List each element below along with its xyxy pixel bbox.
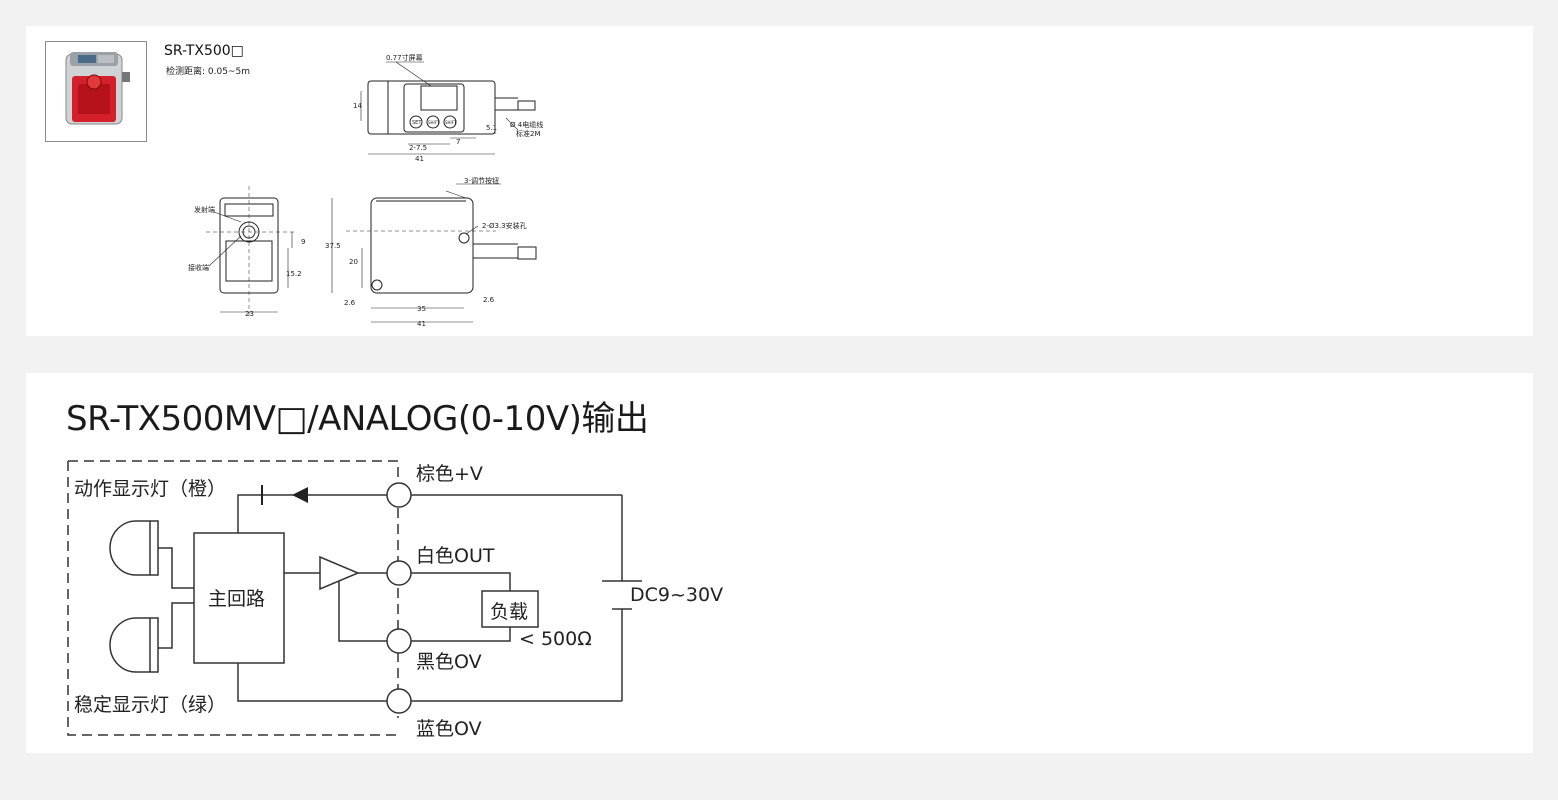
dim-label-screen: 0.77寸屏幕 [386, 53, 423, 62]
wiring-title: SR-TX500MV□/ANALOG(0-10V)输出 [66, 399, 649, 439]
btn-shift-1 [426, 115, 440, 129]
dimension-drawing: 0.77寸屏幕 Ø 4电缆线 标准2M 14 5.1 7 2-7.5 41 SE… [188, 53, 543, 328]
dim-9: 9 [301, 238, 305, 246]
dim-41-top: 41 [415, 155, 424, 163]
dim-label-cable: Ø 4电缆线 [510, 120, 543, 129]
dim-2-7-5: 2-7.5 [409, 144, 427, 152]
top-view-body [367, 80, 496, 135]
dim-label-receiver: 接收端 [188, 263, 209, 272]
btn-shift-2 [443, 115, 457, 129]
dim-5-1: 5.1 [486, 124, 497, 132]
label-action-lamp: 动作显示灯（橙） [74, 478, 227, 500]
btn-label-shift-1: SHIFT [428, 120, 440, 125]
wiring-diagram [67, 460, 642, 736]
stable-lamp-icon [109, 617, 159, 673]
side-view-body [370, 197, 474, 294]
main-circuit-box [193, 532, 285, 664]
sensor-photo-icon [65, 52, 130, 125]
label-brown: 棕色+V [416, 463, 483, 485]
dim-20: 20 [349, 258, 358, 266]
btn-label-set: SET [412, 120, 422, 126]
label-load-limit: < 500Ω [519, 628, 592, 650]
label-stable-lamp: 稳定显示灯（绿） [74, 694, 227, 716]
terminal-blue [386, 688, 412, 714]
dim-2-6-right: 2.6 [483, 296, 495, 304]
mount-hole-1 [458, 232, 470, 244]
dim-37-5: 37.5 [325, 242, 341, 250]
dim-23: 23 [245, 310, 254, 318]
terminal-black [386, 628, 412, 654]
load-box [481, 590, 539, 628]
dim-2-6-left: 2.6 [344, 299, 356, 307]
dim-41-side: 41 [417, 320, 426, 328]
label-black: 黑色OV [416, 651, 482, 673]
amplifier-symbol [319, 555, 360, 591]
dim-35: 35 [417, 305, 426, 313]
terminal-brown [386, 482, 412, 508]
screen-outline [420, 85, 458, 111]
product-image [45, 41, 147, 142]
label-main-circuit: 主回路 [208, 588, 266, 610]
label-blue: 蓝色OV [416, 718, 482, 740]
product-detect-range: 检测距离: 0.05~5m [166, 67, 250, 77]
enclosure-dashed [67, 461, 398, 736]
dim-14: 14 [353, 102, 362, 110]
label-white: 白色OUT [416, 545, 495, 567]
wiring-panel: SR-TX500MV□/ANALOG(0-10V)输出 [26, 373, 1533, 753]
btn-label-shift-2: SHIFT [445, 120, 457, 125]
dim-label-cable-std: 标准2M [516, 129, 541, 138]
label-load: 负载 [490, 601, 529, 623]
dimension-panel: SR-TX500□ 检测距离: 0.05~5m [26, 26, 1533, 336]
dim-label-emitter: 发射端 [194, 205, 215, 214]
dim-label-holes: 2-Ø3.3安装孔 [482, 221, 527, 230]
dim-label-buttons: 3-调节按钮 [464, 176, 499, 185]
label-supply: DC9~30V [630, 584, 724, 606]
dim-7: 7 [456, 138, 460, 146]
mount-hole-2 [371, 279, 383, 291]
diode-symbol [261, 485, 308, 505]
action-lamp-icon [109, 520, 159, 576]
terminal-white [386, 560, 412, 586]
btn-set [409, 115, 423, 129]
product-model: SR-TX500□ [164, 43, 244, 59]
dim-15-2: 15.2 [286, 270, 302, 278]
